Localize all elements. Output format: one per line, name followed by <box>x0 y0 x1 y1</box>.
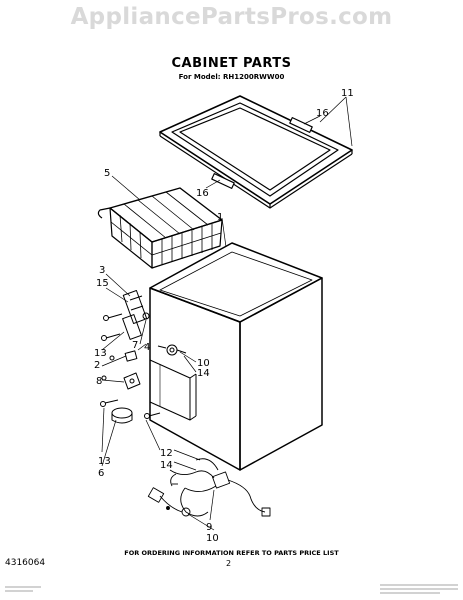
page-number: 2 <box>226 559 232 568</box>
leader-lines <box>101 96 353 531</box>
callout-15: 15 <box>96 278 109 289</box>
gasket-frame <box>159 95 353 209</box>
ordering-note: FOR ORDERING INFORMATION REFER TO PARTS … <box>124 549 339 557</box>
fine-print-right <box>380 583 460 596</box>
callout-6: 6 <box>98 468 104 479</box>
callout-2: 2 <box>94 360 100 371</box>
document-number: 4316064 <box>5 558 46 568</box>
callout-10-bottom: 10 <box>206 533 219 544</box>
callout-11: 11 <box>341 88 354 99</box>
callout-3: 3 <box>99 265 105 276</box>
page-title: Cabinet Parts <box>171 56 292 71</box>
callout-4: 4 <box>144 342 150 353</box>
callout-14-bottom: 14 <box>160 460 173 471</box>
callout-7: 7 <box>132 340 138 351</box>
callout-13-top: 13 <box>94 348 107 359</box>
basket <box>97 187 223 269</box>
fine-print-left <box>5 585 65 596</box>
model-subtitle: For Model: RH1200RWW00 <box>178 73 285 81</box>
callout-numbers: 11 16 16 5 1 3 15 13 2 7 4 8 10 14 13 6 … <box>94 88 354 544</box>
fine-print-right-lines <box>380 584 458 594</box>
callout-13-bottom: 13 <box>98 456 111 467</box>
callout-8: 8 <box>96 376 102 387</box>
watermark: AppliancePartsPros.com <box>70 4 393 30</box>
small-parts <box>100 344 187 424</box>
callout-5: 5 <box>104 168 110 179</box>
cabinet <box>149 242 323 471</box>
callout-10-top: 10 <box>197 358 210 369</box>
callout-16-top: 16 <box>316 108 329 119</box>
callout-16-bottom: 16 <box>196 188 209 199</box>
callout-14-top: 14 <box>197 368 210 379</box>
callout-9: 9 <box>206 522 212 533</box>
hinge-assembly <box>101 290 150 341</box>
fine-print-left-lines <box>5 586 41 592</box>
callout-1: 1 <box>217 212 223 223</box>
callout-12: 12 <box>160 448 173 459</box>
